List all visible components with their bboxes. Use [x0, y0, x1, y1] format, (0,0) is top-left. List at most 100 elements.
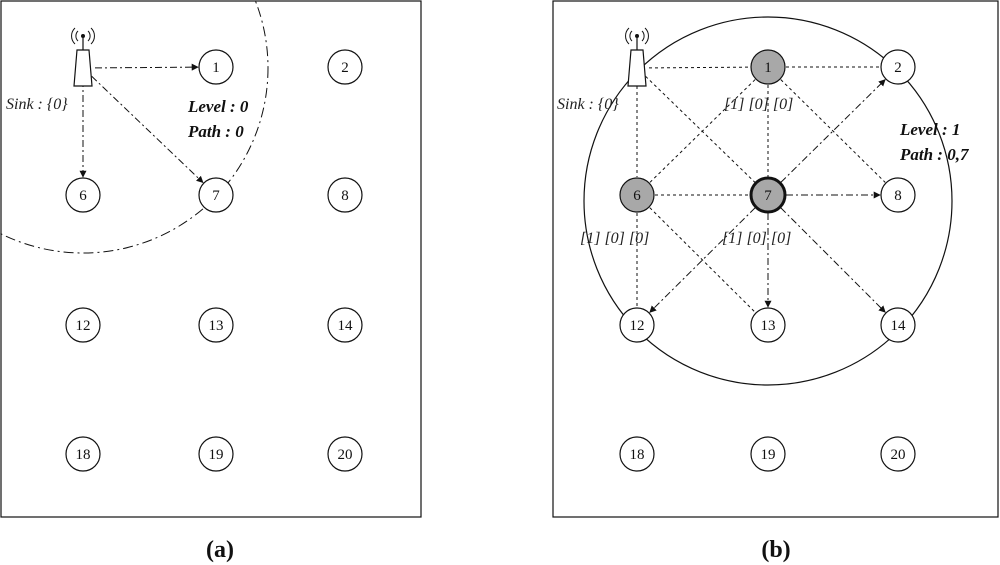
node-14: 14	[880, 307, 916, 343]
arrow-7-12	[649, 207, 756, 313]
panel-b-node-6-tag: [1] [0] [0]	[580, 230, 649, 247]
node-7-circle	[198, 177, 234, 213]
node-2-circle	[880, 49, 916, 85]
node-7-circle	[749, 176, 787, 214]
node-1-label: 1	[764, 60, 772, 76]
node-6-label: 6	[633, 188, 641, 204]
node-14-label: 14	[338, 318, 354, 334]
node-12-label: 12	[76, 318, 91, 334]
node-19-label: 19	[209, 447, 224, 463]
arrow-sink-1	[94, 63, 199, 71]
panel-a-path-label: Path : 0	[187, 122, 244, 141]
node-19-circle	[750, 436, 786, 472]
node-18-circle	[619, 436, 655, 472]
panel-b-sink-antenna-icon	[625, 27, 649, 87]
link-6-13	[649, 207, 756, 313]
link-sink-1	[648, 66, 751, 69]
panel-b-range-circle	[583, 16, 953, 386]
panel-a-range-circle	[0, 0, 269, 254]
panel-a-frame	[0, 0, 422, 518]
node-12-circle	[619, 307, 655, 343]
node-1-label: 1	[212, 60, 220, 76]
node-6: 6	[619, 177, 655, 213]
node-18: 18	[65, 436, 101, 472]
node-13: 13	[750, 307, 786, 343]
node-1-circle	[198, 49, 234, 85]
node-1-circle	[750, 49, 786, 85]
node-14: 14	[327, 307, 363, 343]
panel-a-edges	[79, 63, 204, 184]
node-19: 19	[198, 436, 234, 472]
node-7: 7	[749, 176, 787, 214]
node-18-circle	[65, 436, 101, 472]
node-6-circle	[65, 177, 101, 213]
node-6-circle	[619, 177, 655, 213]
node-20-label: 20	[891, 447, 906, 463]
node-8-label: 8	[894, 188, 902, 204]
node-2: 2	[880, 49, 916, 85]
node-2-circle	[327, 49, 363, 85]
node-13-circle	[750, 307, 786, 343]
node-19-label: 19	[761, 447, 776, 463]
link-sink-7	[645, 75, 756, 183]
link-1-6	[649, 79, 756, 183]
node-18-label: 18	[630, 447, 645, 463]
node-12: 12	[65, 307, 101, 343]
node-1: 1	[750, 49, 786, 85]
node-13-label: 13	[761, 318, 776, 334]
node-6: 6	[65, 177, 101, 213]
panel-b-level-label: Level : 1	[899, 120, 960, 139]
node-2: 2	[327, 49, 363, 85]
node-14-label: 14	[891, 318, 907, 334]
node-13: 13	[198, 307, 234, 343]
node-19: 19	[750, 436, 786, 472]
panel-b-sink-label: Sink : {0}	[557, 96, 619, 113]
node-20-circle	[327, 436, 363, 472]
node-13-circle	[198, 307, 234, 343]
panel-a-sink-label: Sink : {0}	[6, 96, 68, 113]
node-6-label: 6	[79, 188, 87, 204]
node-18: 18	[619, 436, 655, 472]
arrow-7-14	[780, 207, 886, 313]
arrow-7-2	[780, 79, 886, 183]
panel-b-node-7-tag: [1] [0] [0]	[722, 230, 791, 247]
panel-b-edges	[636, 66, 886, 313]
panel-a-caption: (a)	[206, 537, 234, 563]
node-13-label: 13	[209, 318, 224, 334]
node-12: 12	[619, 307, 655, 343]
node-12-circle	[65, 307, 101, 343]
node-20-label: 20	[338, 447, 353, 463]
panel-b-node-1-tag: [1] [0] [0]	[724, 96, 793, 113]
panel-a-level-label: Level : 0	[187, 97, 249, 116]
node-20: 20	[880, 436, 916, 472]
node-1: 1	[198, 49, 234, 85]
node-2-label: 2	[894, 60, 902, 76]
node-8: 8	[880, 177, 916, 213]
node-18-label: 18	[76, 447, 91, 463]
node-7-label: 7	[764, 188, 772, 204]
node-2-label: 2	[341, 60, 349, 76]
node-8-label: 8	[341, 188, 349, 204]
panel-b-caption: (b)	[761, 537, 790, 563]
node-14-circle	[327, 307, 363, 343]
arrow-sink-7	[91, 75, 204, 184]
panel-b-frame	[552, 0, 999, 518]
node-7: 7	[198, 177, 234, 213]
node-14-circle	[880, 307, 916, 343]
node-8-circle	[880, 177, 916, 213]
node-19-circle	[198, 436, 234, 472]
node-20: 20	[327, 436, 363, 472]
panel-b-path-label: Path : 0,7	[899, 145, 970, 164]
link-1-8	[780, 79, 886, 183]
node-12-label: 12	[630, 318, 645, 334]
node-8-circle	[327, 177, 363, 213]
node-20-circle	[880, 436, 916, 472]
node-8: 8	[327, 177, 363, 213]
node-7-label: 7	[212, 188, 220, 204]
panel-a-sink-antenna-icon	[71, 27, 95, 87]
